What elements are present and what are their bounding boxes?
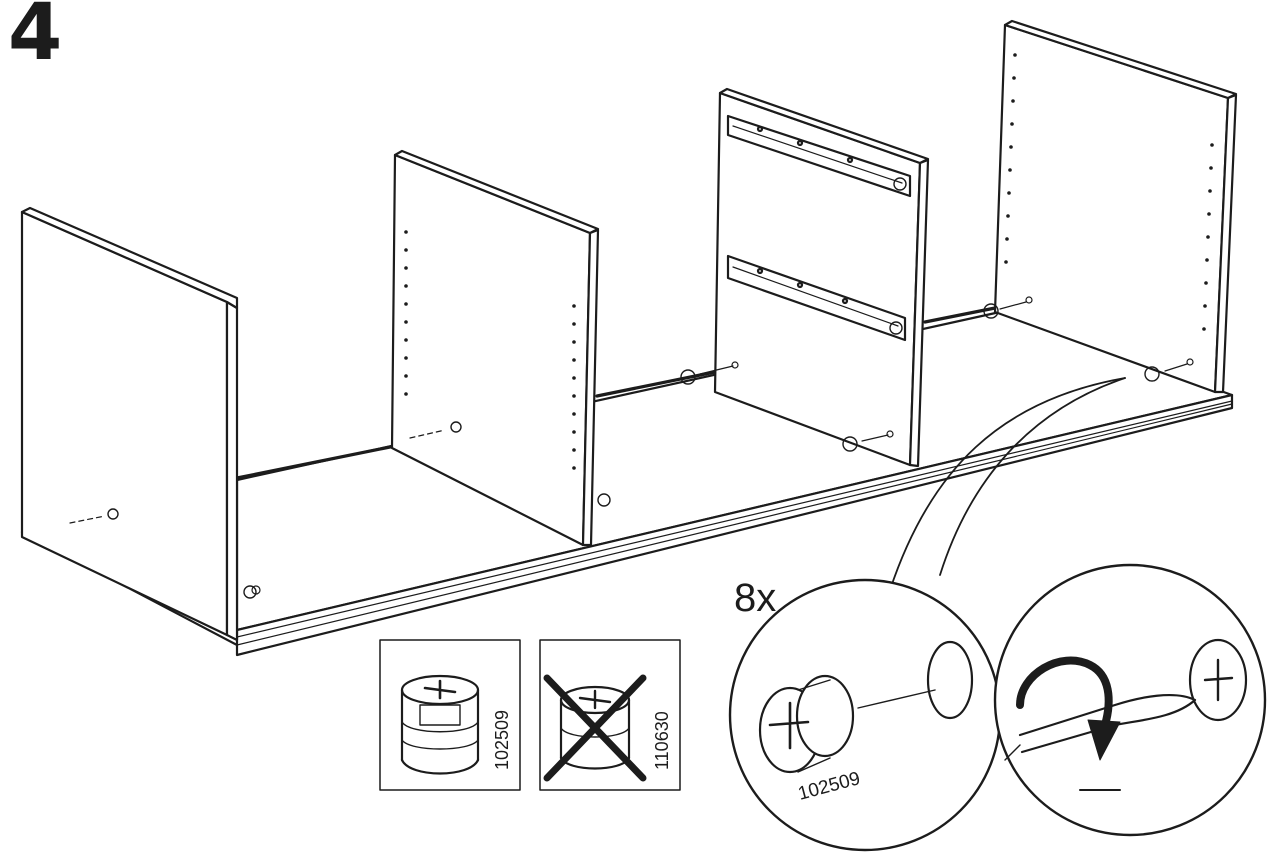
divider-panel-1 [390, 149, 611, 547]
incorrect-fitting-part-number: 110630 [652, 711, 672, 770]
incorrect-fitting-box [539, 639, 681, 791]
divider-panel-2 [680, 87, 930, 468]
step-number: 4 [8, 0, 63, 78]
correct-fitting-part-number: 102509 [492, 710, 512, 770]
detail-circle-insert [728, 578, 1002, 852]
right-side-panel [983, 19, 1238, 394]
quantity-label: 8x [734, 576, 777, 620]
drawer-rail-lower [726, 254, 907, 342]
wrong-fitting-icon [543, 674, 647, 782]
detail-circle-turn [993, 563, 1267, 837]
right-panel-shelf-holes [1004, 53, 1214, 331]
correct-fitting-box [379, 639, 521, 791]
cam-lock-fitting-icon [400, 674, 480, 775]
drawer-rail-upper [726, 114, 912, 198]
divider-1-shelf-holes [404, 230, 576, 470]
cam-lock-detail-icon [758, 674, 855, 774]
left-side-panel [20, 206, 261, 642]
screwdriver-icon [1004, 694, 1197, 791]
rotation-arrow-icon [1016, 656, 1121, 761]
